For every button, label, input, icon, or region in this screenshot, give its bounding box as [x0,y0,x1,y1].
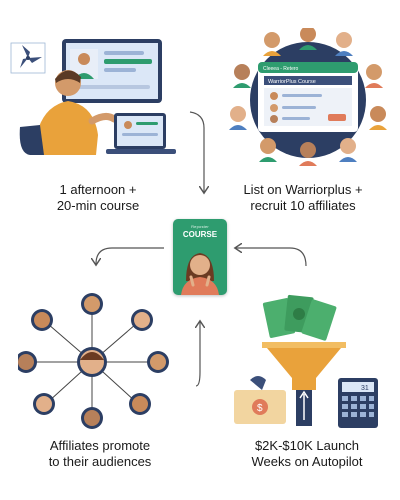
monitor-icon [62,39,162,103]
calculator-icon: 31 [338,378,378,428]
person-icon [34,70,118,155]
funnel-icon [262,342,346,390]
arrow-step1-to-step2 [189,111,204,192]
center-affiliate-avatar [77,347,107,377]
svg-text:$: $ [257,403,263,414]
laptop-icon [106,113,176,154]
arrow-to-course-card-right [236,248,307,267]
step-3-caption: Affiliates promote to their audiences [48,438,152,469]
cash-bills-icon [262,294,337,341]
instructor-portrait-icon [181,253,219,295]
affiliate-avatars [18,293,169,429]
affiliate-network-illustration [18,293,169,429]
money-bag-icon: $ [234,376,286,424]
course-creation-illustration [10,39,176,155]
arrow-course-card-to-affiliates [96,247,164,264]
course-card: Reposter COURSE [173,219,227,295]
arrow-affiliates-to-launch [196,322,200,387]
money-funnel-illustration: $ 31 [234,294,378,428]
affiliate-avatars-ring [229,28,387,166]
course-card-title: COURSE [182,230,218,239]
calculator-display: 31 [361,385,369,392]
course-card-small-label: Reposter [191,224,209,229]
up-arrow-icon [296,390,312,426]
warriorplus-header: WarriorPlus Course [268,79,316,85]
fan-icon [10,42,46,74]
browser-tab-label: Cleeea - Retero [263,66,299,72]
chair-icon [19,125,44,155]
step-4-caption: $2K-$10K Launch Weeks on Autopilot [251,438,363,469]
warriorplus-listing-illustration: Cleeea - Retero WarriorPlus Course [229,28,387,166]
step-2-caption: List on Warriorplus + recruit 10 affilia… [243,182,363,213]
step-1-caption: 1 afternoon + 20-min course [56,182,140,213]
